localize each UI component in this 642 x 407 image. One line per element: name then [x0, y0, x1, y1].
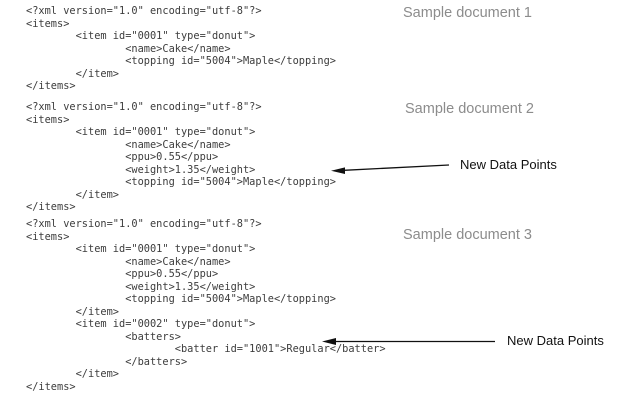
left-arrow-icon: [322, 338, 495, 345]
xml-code-sample-3: <?xml version="1.0" encoding="utf-8"?> <…: [26, 218, 386, 393]
new-data-points-annotation-2: New Data Points: [507, 333, 604, 348]
left-arrow-icon: [331, 164, 450, 174]
sample-document-3-label: Sample document 3: [403, 227, 532, 243]
xml-code-sample-1: <?xml version="1.0" encoding="utf-8"?> <…: [26, 5, 336, 92]
new-data-points-annotation-1: New Data Points: [460, 157, 557, 172]
arrowhead: [331, 167, 345, 174]
sample-document-2-label: Sample document 2: [405, 101, 534, 117]
sample-document-1-label: Sample document 1: [403, 5, 532, 21]
xml-code-sample-2: <?xml version="1.0" encoding="utf-8"?> <…: [26, 101, 336, 213]
arrowhead: [322, 338, 336, 345]
